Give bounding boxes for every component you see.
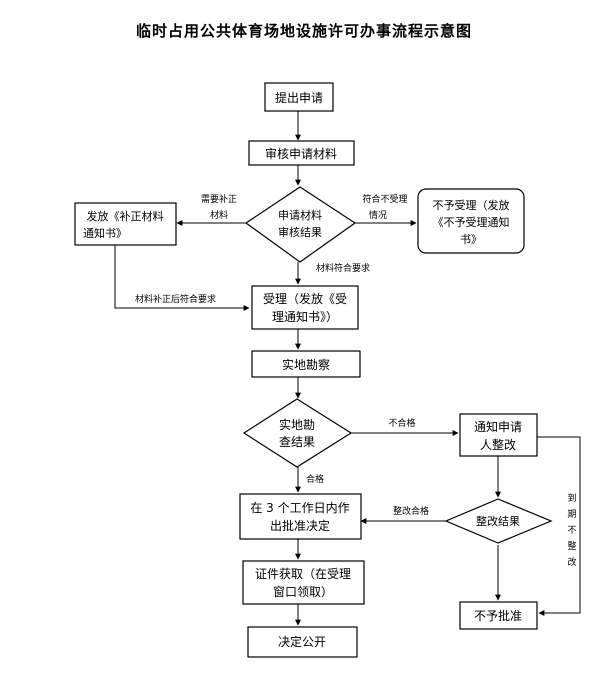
arrow-overdue-to-deny <box>537 436 581 616</box>
node-notify-rectify-line2: 人整改 <box>480 437 516 452</box>
edge-label-need-supplement-1: 需要补正 <box>201 193 237 205</box>
edge-label-supplement-meets: 材料补正后符合要求 <box>135 293 216 305</box>
node-inspect-result-line2: 查结果 <box>279 435 315 449</box>
node-notice-supplement-line2: 通知书》 <box>83 226 127 240</box>
edge-label-meets-requirements: 材料符合要求 <box>316 262 370 274</box>
node-publish <box>247 626 358 658</box>
node-inspect <box>251 350 361 378</box>
node-review-label: 审核申请材料 <box>265 146 337 161</box>
node-deny-label: 不予批准 <box>474 608 522 623</box>
node-notice-supplement-line1: 发放《补正材料 <box>87 209 164 223</box>
edge-label-overdue-char: 改 <box>567 556 576 568</box>
node-review-result-line1: 申请材料 <box>278 208 322 222</box>
node-reject-notice-line1: 不予受理（发放 <box>433 198 510 212</box>
edge-label-overdue-char: 期 <box>567 509 576 520</box>
node-notice-supplement <box>74 202 177 246</box>
connectors <box>114 111 581 626</box>
node-decision-line2: 出批准决定 <box>270 518 330 533</box>
node-decision-line1: 在 3 个工作日内作 <box>250 501 349 515</box>
edge-label-fail: 不合格 <box>388 417 415 429</box>
edge-label-need-supplement-2: 材料 <box>210 209 228 221</box>
edge-label-overdue-char: 整 <box>567 540 576 552</box>
page-title: 临时占用公共体育场地设施许可办事流程示意图 <box>135 22 472 40</box>
edge-label-not-qualified-2: 情况 <box>369 209 387 221</box>
node-review-result-line2: 审核结果 <box>278 225 322 239</box>
node-reject-notice <box>417 188 525 254</box>
node-submit-label: 提出申请 <box>275 90 323 105</box>
node-submit <box>264 82 334 112</box>
node-deny <box>459 601 538 630</box>
node-inspect-result-line1: 实地勘 <box>279 417 315 432</box>
node-notify-rectify-line1: 通知申请 <box>474 420 522 434</box>
node-obtain-cert <box>242 560 365 605</box>
node-notify-rectify <box>459 413 538 457</box>
edge-label-overdue-char: 到 <box>567 492 576 504</box>
edge-label-pass: 合格 <box>306 473 324 485</box>
edge-label-overdue: 到 期 不 整 改 <box>567 492 576 568</box>
node-accept-line1: 受理（发放《受 <box>263 291 347 306</box>
node-accept <box>251 285 359 330</box>
node-obtain-cert-line2: 窗口领取） <box>273 585 333 599</box>
edge-label-rectify-pass: 整改合格 <box>393 505 429 517</box>
node-decision <box>239 493 362 540</box>
arrow-supplement-to-accept <box>114 245 250 311</box>
node-reject-notice-line3: 书》 <box>460 233 482 246</box>
node-rectify-result <box>444 498 553 544</box>
node-review-result <box>244 186 357 263</box>
node-accept-line2: 理通知书》） <box>272 310 338 324</box>
edge-label-overdue-char: 不 <box>567 525 576 536</box>
node-review <box>248 140 355 166</box>
node-inspect-label: 实地勘察 <box>282 357 330 372</box>
node-rectify-result-label: 整改结果 <box>476 514 520 528</box>
node-inspect-result <box>242 398 353 468</box>
node-obtain-cert-line1: 证件获取（在受理 <box>255 567 351 581</box>
node-publish-label: 决定公开 <box>278 634 326 649</box>
edge-label-not-qualified-1: 符合不受理 <box>362 193 407 205</box>
node-reject-notice-line2: 《不予受理通知 <box>433 215 510 229</box>
